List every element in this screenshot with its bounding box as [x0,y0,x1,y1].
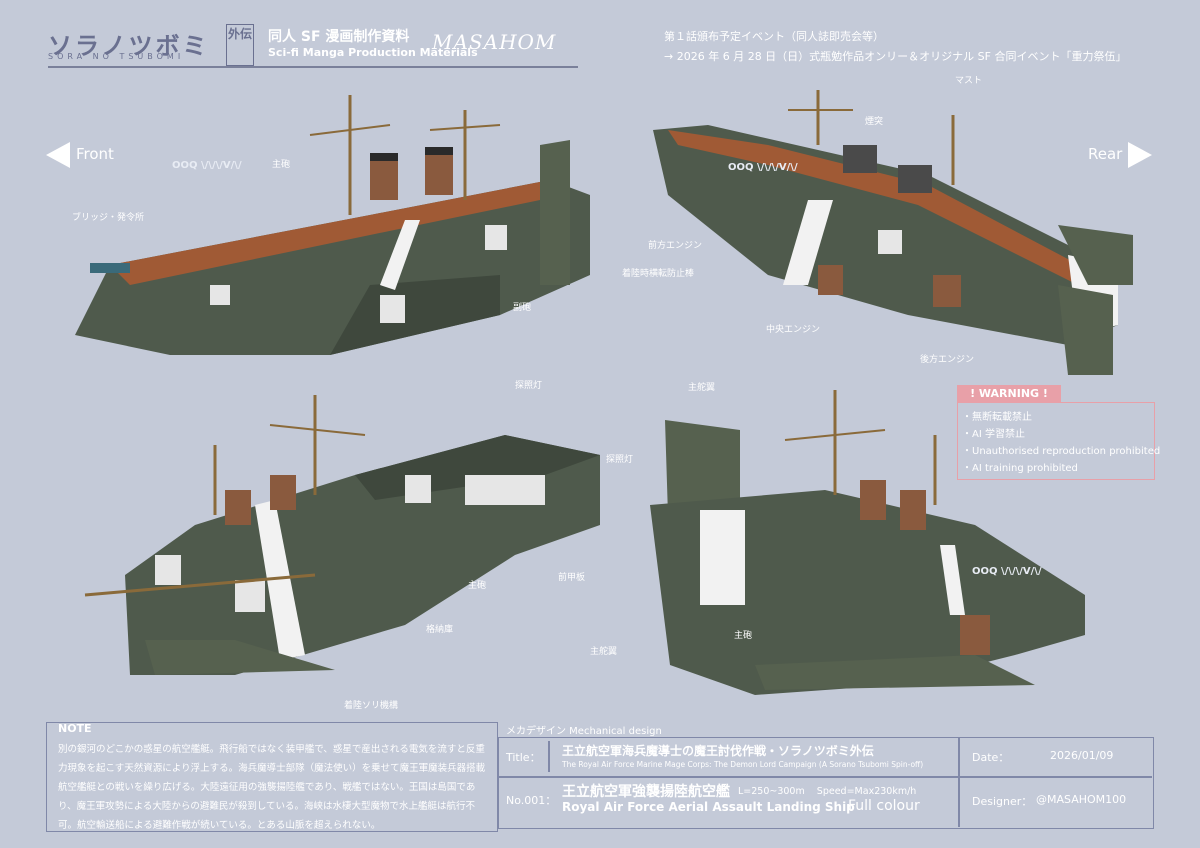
design-panel [498,737,1154,829]
rear-label: Rear [1088,145,1123,163]
ship-number: No.001： [506,794,557,807]
label-anti-roll: 着陸時横転防止棒 [622,269,695,279]
ship-specs: L=250~300m Speed=Max230km/h [738,786,917,797]
warning-item: ・AI 学習禁止 [962,429,1025,440]
label-rudder-a: 主舵翼 [688,383,716,393]
date-label: Date： [972,751,1010,764]
warning-box [957,402,1155,480]
header-divider [48,66,578,68]
label-front-armor: 前甲板 [558,573,586,583]
label-bridge: ブリッジ・発令所 [72,213,145,223]
label-secondary-gun: 副砲 [513,303,532,313]
label-funnel: 煙突 [865,117,884,127]
label-main-gun-a: 主砲 [272,160,291,170]
event-line-2: → 2026 年 6 月 28 日（日）式瓶勉作品オンリー＆オリジナル SF 合… [664,50,1127,63]
label-rudder-b: 主舵翼 [590,647,618,657]
hull-marking-1: OOQ \/\/\/V/\/ [172,160,242,171]
designer-handle: @MASAHOM100 [1036,793,1127,806]
gaiden-badge: 外伝 [226,24,254,66]
label-center-engine: 中央エンジン [766,325,821,335]
label-hangar: 格納庫 [426,625,454,635]
note-box [46,722,498,832]
warning-title: ! WARNING ! [957,385,1061,402]
label-main-gun-b: 主砲 [468,581,487,591]
label-mast: マスト [955,76,983,86]
panel-divider [958,737,960,827]
hull-marking-3: OOQ \/\/\/V/\/ [972,566,1042,577]
ship-view-rear-quarter [653,90,1133,375]
warning-item: ・無断転載禁止 [962,412,1032,423]
header-title-en: Sci-fi Manga Production Materials [268,46,478,59]
ship-name-en: Royal Air Force Aerial Assault Landing S… [562,800,855,814]
title-jp: 王立航空軍海兵魔導士の魔王討伐作戦・ソラノツボミ外伝 [562,744,874,758]
label-searchlight-a: 探照灯 [515,381,543,391]
header-title-jp: 同人 SF 漫画制作資料 [268,29,410,45]
warning-item: ・Unauthorised reproduction prohibited [962,446,1161,457]
ship-view-front-quarter [75,95,590,355]
label-front-engine: 前方エンジン [648,241,703,251]
front-label: Front [76,145,114,163]
logo: ソラノツボミ [48,32,210,60]
designer-label: Designer： [972,795,1033,808]
ship-name-jp: 王立航空軍強襲揚陸航空艦 [562,784,730,800]
label-rear-engine: 後方エンジン [920,355,975,365]
colour-note: Full colour [848,798,920,814]
panel-divider [498,776,1152,778]
title-en: The Royal Air Force Marine Mage Corps: T… [562,760,924,769]
ship-view-front-low [84,395,600,675]
date-value: 2026/01/09 [1050,749,1114,762]
note-title: NOTE [58,722,92,735]
front-arrow-icon [46,142,70,168]
title-label: Title： [506,751,541,764]
logo-subtitle: SORA NO TSUBOMI [48,52,185,61]
event-line-1: 第１話頒布予定イベント（同人誌即売会等） [664,30,884,43]
signature: MASAHOM [432,30,557,54]
warning-item: ・AI training prohibited [962,463,1078,474]
design-section-title: メカデザイン Mechanical design [506,726,662,737]
rear-arrow-icon [1128,142,1152,168]
label-skid: 着陸ソリ機構 [344,701,399,711]
label-searchlight-b: 探照灯 [606,455,634,465]
label-main-gun-c: 主砲 [734,631,753,641]
panel-divider [548,741,550,772]
note-text: 別の銀河のどこかの惑星の航空艦艇。飛行船ではなく装甲艦で、惑星で産出される電気を… [58,744,486,831]
ship-view-rear-low [650,390,1085,695]
hull-marking-2: OOQ \/\/\/V/\/ [728,162,798,173]
